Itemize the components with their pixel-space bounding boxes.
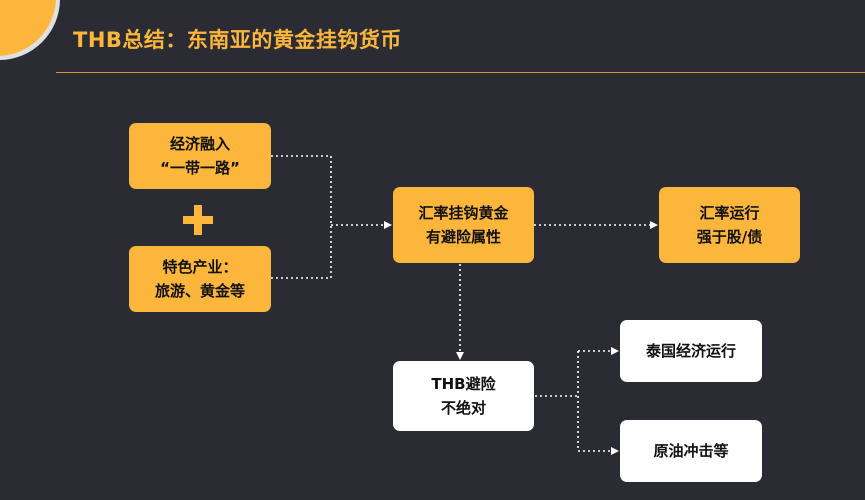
node-fx-strong-line2: 强于股/债 xyxy=(696,228,763,246)
node-belt-road: 经济融入 “一带一路” xyxy=(129,123,271,189)
node-industry-line1: 特色产业： xyxy=(162,258,238,276)
plus-icon xyxy=(183,205,213,235)
node-belt-road-line1: 经济融入 xyxy=(169,135,230,153)
connector-industry xyxy=(271,225,332,279)
node-oil-shock-line1: 原油冲击等 xyxy=(653,442,729,460)
node-thb-hedge: THB避险 不绝对 xyxy=(393,361,534,431)
node-thai-econ: 泰国经济运行 xyxy=(620,320,762,382)
node-industry: 特色产业： 旅游、黄金等 xyxy=(129,246,271,312)
node-gold-peg-line1: 汇率挂钩黄金 xyxy=(418,204,509,222)
node-industry-line2: 旅游、黄金等 xyxy=(154,282,245,300)
page-title: THB总结：东南亚的黄金挂钩货币 xyxy=(73,28,402,52)
node-gold-peg-line2: 有避险属性 xyxy=(425,228,501,246)
title-divider xyxy=(56,72,865,73)
connector-belt-road xyxy=(271,155,332,225)
node-fx-strong-line1: 汇率运行 xyxy=(699,204,760,222)
node-thai-econ-line1: 泰国经济运行 xyxy=(645,342,736,360)
node-belt-road-line2: “一带一路” xyxy=(160,159,240,177)
node-thb-hedge-line2: 不绝对 xyxy=(440,399,486,417)
node-fx-strong: 汇率运行 强于股/债 xyxy=(659,187,800,263)
node-thb-hedge-line1: THB避险 xyxy=(431,375,496,393)
node-oil-shock: 原油冲击等 xyxy=(620,420,762,482)
node-gold-peg: 汇率挂钩黄金 有避险属性 xyxy=(393,187,534,263)
